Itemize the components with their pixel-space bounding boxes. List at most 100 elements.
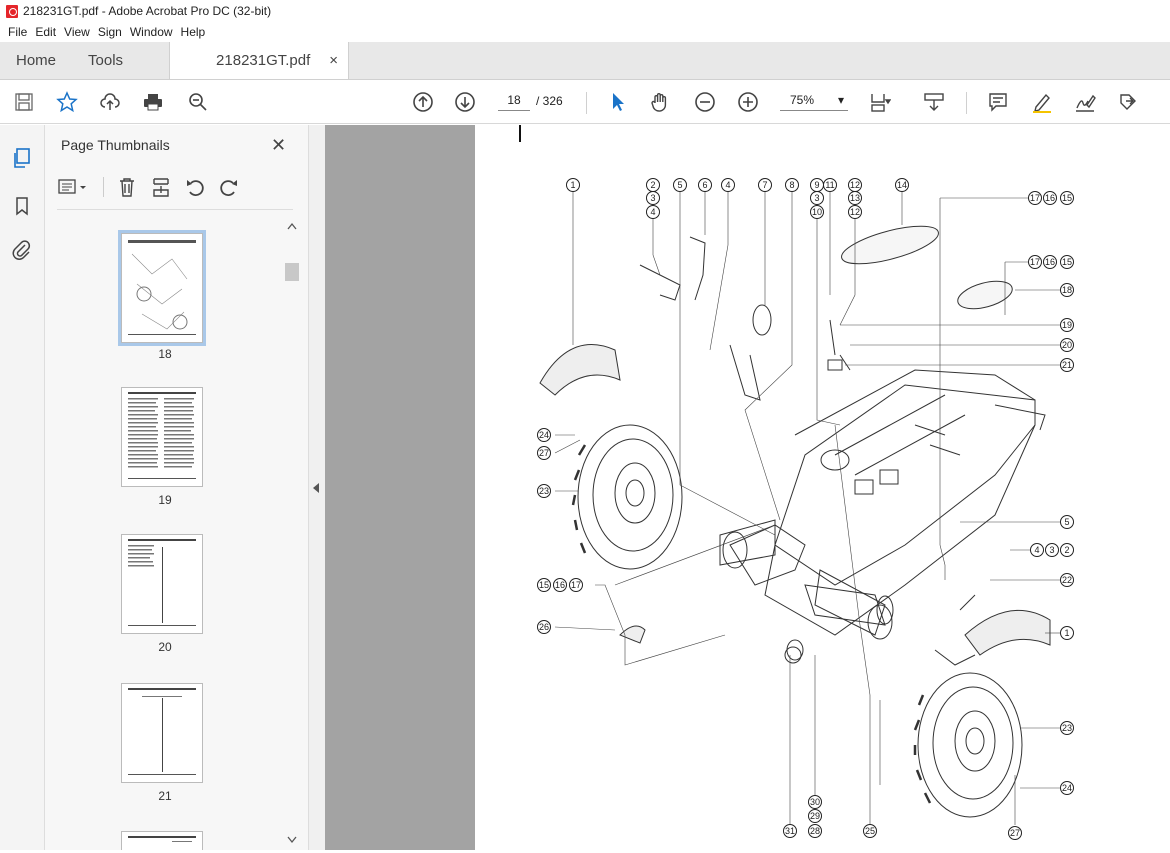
part-callout: 5 [1060,515,1074,529]
thumbnail-label: 18 [158,347,172,361]
thumbnail-page-21[interactable] [121,683,203,783]
menu-edit[interactable]: Edit [35,25,57,39]
tab-document[interactable]: 218231GT.pdf × [169,42,350,79]
part-callout: 17 [1028,255,1042,269]
zoom-out-icon[interactable] [693,90,717,114]
svg-text:1: 1 [570,180,575,190]
part-callout: 26 [537,620,551,634]
svg-text:8: 8 [789,180,794,190]
menu-help[interactable]: Help [180,25,206,39]
star-icon[interactable] [55,90,79,114]
main-toolbar: 18 / 326 75% ▾ [0,80,1170,124]
tab-document-label: 218231GT.pdf [216,52,311,69]
print-icon[interactable] [141,90,165,114]
panel-collapse-splitter[interactable] [309,125,325,850]
panel-close-icon[interactable]: ✕ [271,135,287,155]
zoom-search-icon[interactable] [186,90,210,114]
thumbnail-page-19[interactable] [121,387,203,487]
left-navigation-rail [0,125,45,850]
next-page-icon[interactable] [453,90,477,114]
hand-tool-icon[interactable] [648,90,672,114]
bookmark-icon[interactable] [11,195,33,217]
part-callout: 12 [848,178,862,192]
save-icon[interactable] [12,90,36,114]
collapse-arrow-icon[interactable] [313,483,319,493]
svg-text:17: 17 [571,580,581,590]
panel-title: Page Thumbnails [61,137,170,153]
svg-text:17: 17 [1030,193,1040,203]
svg-text:19: 19 [1062,320,1072,330]
part-callout: 1 [1060,626,1074,640]
part-callout: 29 [808,809,822,823]
tab-close-icon[interactable]: × [329,52,339,69]
toolbar-divider [966,92,967,114]
menu-file[interactable]: File [8,25,28,39]
menu-window[interactable]: Window [129,25,173,39]
tab-home[interactable]: Home [16,52,57,69]
part-callout: 3 [646,191,660,205]
part-callout: 15 [537,578,551,592]
svg-text:7: 7 [762,180,767,190]
thumbnail-page-22[interactable] [121,831,203,850]
rotate-clockwise-icon[interactable] [218,176,240,198]
page-thumbnails-panel: Page Thumbnails ✕ 18 [45,125,309,850]
upload-cloud-icon[interactable] [98,90,122,114]
part-callout: 25 [863,824,877,838]
menu-view[interactable]: View [64,25,90,39]
insert-page-icon[interactable] [150,176,172,198]
part-callout: 31 [783,824,797,838]
svg-text:30: 30 [810,797,820,807]
previous-page-icon[interactable] [411,90,435,114]
svg-text:4: 4 [1034,545,1039,555]
part-callout: 23 [537,484,551,498]
svg-text:15: 15 [1062,193,1072,203]
fit-page-icon[interactable] [868,90,892,114]
zoom-level-value: 75% [790,93,815,107]
window-titlebar: 218231GT.pdf - Adobe Acrobat Pro DC (32-… [0,0,1170,22]
svg-text:3: 3 [814,193,819,203]
part-callout: 17 [569,578,583,592]
delete-trash-icon[interactable] [116,176,138,198]
part-callout: 27 [1008,826,1022,840]
thumbnail-label: 21 [158,789,172,803]
sign-icon[interactable] [1073,90,1097,114]
thumbnail-scrollbar[interactable] [284,219,300,850]
comment-icon[interactable] [986,90,1010,114]
thumbnail-page-18[interactable] [118,230,206,346]
svg-text:3: 3 [1049,545,1054,555]
part-callout: 13 [848,191,862,205]
part-callout: 5 [673,178,687,192]
zoom-in-icon[interactable] [736,90,760,114]
page-number-input[interactable]: 18 [498,93,530,111]
select-cursor-icon[interactable] [606,90,630,114]
tab-tools[interactable]: Tools [88,52,124,69]
part-callout: 14 [895,178,909,192]
svg-text:13: 13 [850,193,860,203]
thumbnail-options-icon[interactable] [57,177,91,197]
svg-text:16: 16 [1045,257,1055,267]
chevron-down-icon: ▾ [837,93,844,107]
page-thumbnails-icon[interactable] [11,147,33,169]
svg-text:23: 23 [1062,723,1072,733]
highlight-pen-icon[interactable] [1030,90,1054,114]
svg-text:27: 27 [539,448,549,458]
part-callout: 1 [566,178,580,192]
svg-text:4: 4 [725,180,730,190]
svg-text:15: 15 [539,580,549,590]
svg-text:28: 28 [810,826,820,836]
part-callout: 27 [537,446,551,460]
attachment-paperclip-icon[interactable] [11,239,33,261]
thumbnail-page-20[interactable] [121,534,203,634]
rotate-counterclockwise-icon[interactable] [184,176,206,198]
scroll-mode-icon[interactable] [922,90,946,114]
menu-bar: File Edit View Sign Window Help [0,22,1170,42]
menu-sign[interactable]: Sign [97,25,122,39]
svg-text:9: 9 [814,180,819,190]
share-send-icon[interactable] [1116,90,1140,114]
zoom-level-select[interactable]: 75% ▾ [780,93,848,111]
part-callout: 16 [1043,255,1057,269]
svg-text:10: 10 [812,207,822,217]
part-callout: 24 [537,428,551,442]
svg-text:29: 29 [810,811,820,821]
